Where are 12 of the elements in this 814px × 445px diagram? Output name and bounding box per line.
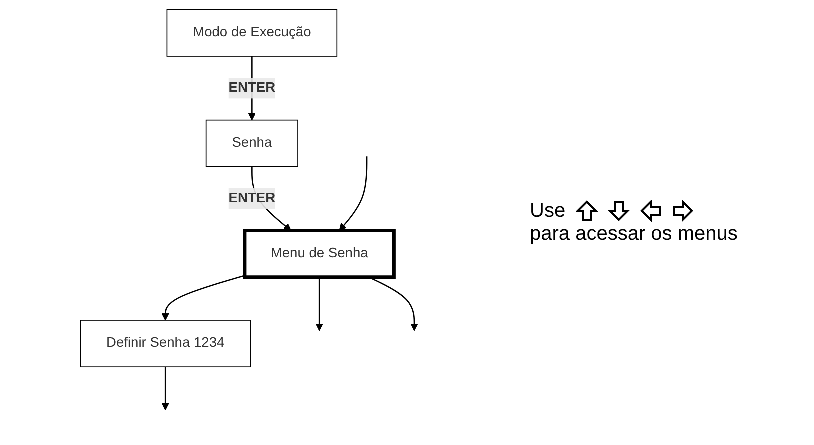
arrow bbox=[161, 366, 169, 410]
edge-label: ENTER bbox=[228, 190, 276, 206]
edge-label: ENTER bbox=[228, 80, 276, 95]
node-box: Definir Senha 1234 bbox=[80, 320, 250, 368]
node-box: Senha bbox=[205, 119, 298, 167]
instruction-text: para acessar os menus bbox=[530, 222, 739, 246]
instruction-text: Use bbox=[530, 200, 566, 222]
node-box: Menu de Senha bbox=[242, 228, 396, 279]
arrow bbox=[338, 156, 368, 231]
arrow bbox=[315, 276, 323, 331]
arrow bbox=[161, 274, 245, 320]
node-box: Modo de Execução bbox=[166, 8, 338, 56]
